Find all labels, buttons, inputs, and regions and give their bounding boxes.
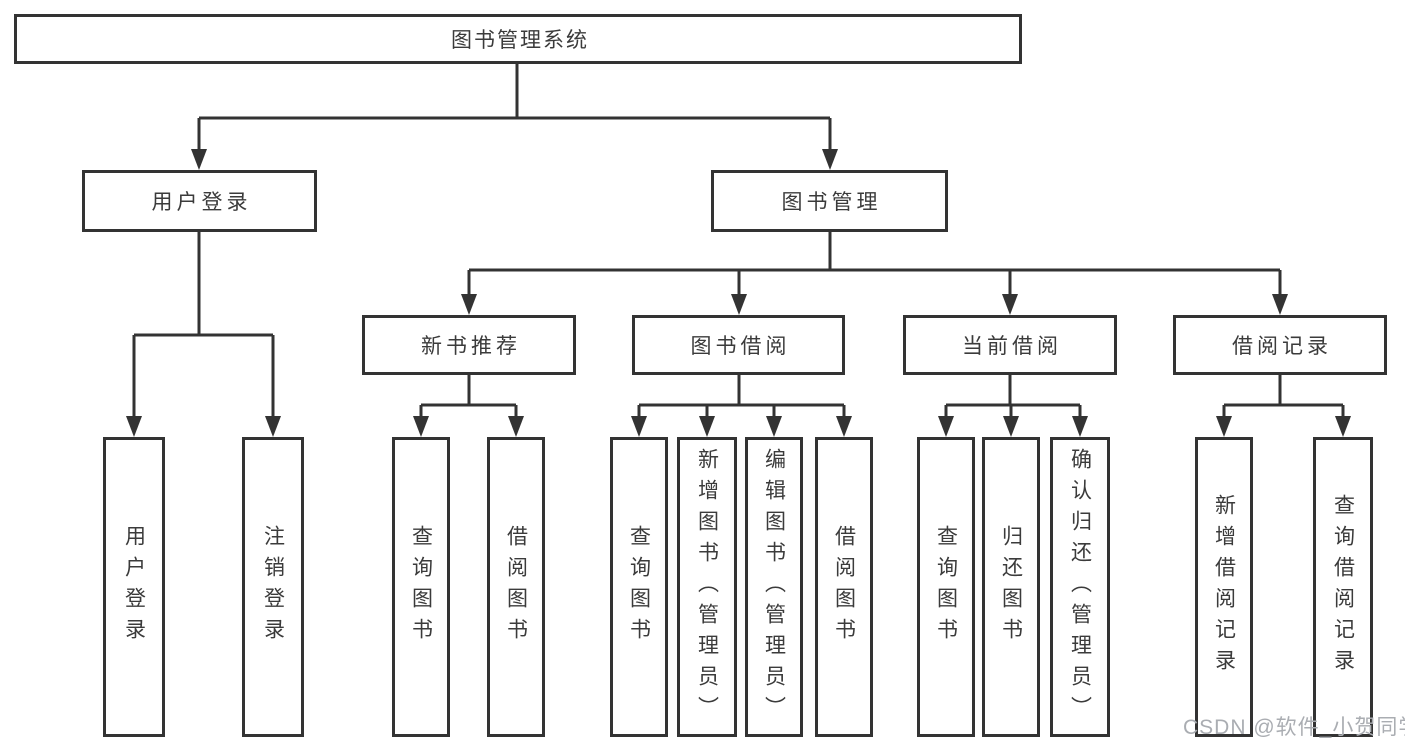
connector-borrowing-records-to-leaves xyxy=(1216,375,1351,437)
arrowhead xyxy=(822,149,838,170)
leaf-query-books-1: 查询图书 xyxy=(392,437,450,737)
arrowhead xyxy=(265,416,281,437)
leaf-label: 查询图书 xyxy=(934,525,958,649)
leaf-label: 用户登录 xyxy=(122,525,146,649)
leaf-label: 借阅图书 xyxy=(504,525,528,649)
arrowhead xyxy=(1272,294,1288,315)
arrowhead xyxy=(631,416,647,437)
leaf-add-borrow-record: 新增借阅记录 xyxy=(1195,437,1253,737)
node-borrowing-records: 借阅记录 xyxy=(1173,315,1387,375)
leaf-label: 注销登录 xyxy=(261,525,285,649)
leaf-label: 借阅图书 xyxy=(832,525,856,649)
leaf-label: 新增图书（管理员） xyxy=(695,447,719,727)
connector-user-login-to-leaves xyxy=(126,232,281,437)
leaf-borrow-books-1: 借阅图书 xyxy=(487,437,545,737)
arrowhead xyxy=(938,416,954,437)
arrowhead xyxy=(508,416,524,437)
connector-book-borrowing-to-leaves xyxy=(631,375,852,437)
arrowhead xyxy=(699,416,715,437)
leaf-query-books-3: 查询图书 xyxy=(917,437,975,737)
arrowhead xyxy=(1002,294,1018,315)
arrowhead xyxy=(191,149,207,170)
arrowhead xyxy=(413,416,429,437)
leaf-label: 归还图书 xyxy=(999,525,1023,649)
leaf-edit-books-admin: 编辑图书（管理员） xyxy=(745,437,803,737)
node-user-login: 用户登录 xyxy=(82,170,317,232)
leaf-label: 查询图书 xyxy=(627,525,651,649)
leaf-label: 确认归还（管理员） xyxy=(1068,447,1092,727)
connector-book-management-to-level3 xyxy=(461,232,1288,315)
node-book-management: 图书管理 xyxy=(711,170,948,232)
connector-root-to-level2 xyxy=(191,64,838,170)
connector-new-book-recommend-to-leaves xyxy=(413,375,524,437)
arrowhead xyxy=(731,294,747,315)
arrowhead xyxy=(461,294,477,315)
arrowhead xyxy=(836,416,852,437)
leaf-label: 编辑图书（管理员） xyxy=(762,447,786,727)
arrowhead xyxy=(126,416,142,437)
leaf-logout: 注销登录 xyxy=(242,437,304,737)
arrowhead xyxy=(1216,416,1232,437)
node-library-management-system: 图书管理系统 xyxy=(14,14,1022,64)
node-new-book-recommend: 新书推荐 xyxy=(362,315,576,375)
leaf-label: 查询图书 xyxy=(409,525,433,649)
arrowhead xyxy=(1072,416,1088,437)
leaf-return-books: 归还图书 xyxy=(982,437,1040,737)
arrowhead xyxy=(766,416,782,437)
leaf-user-login: 用户登录 xyxy=(103,437,165,737)
leaf-confirm-return-admin: 确认归还（管理员） xyxy=(1050,437,1110,737)
leaf-query-borrow-record: 查询借阅记录 xyxy=(1313,437,1373,737)
leaf-query-books-2: 查询图书 xyxy=(610,437,668,737)
leaf-add-books-admin: 新增图书（管理员） xyxy=(677,437,737,737)
leaf-label: 查询借阅记录 xyxy=(1331,494,1355,680)
arrowhead xyxy=(1003,416,1019,437)
leaf-label: 新增借阅记录 xyxy=(1212,494,1236,680)
node-current-borrowing: 当前借阅 xyxy=(903,315,1117,375)
csdn-watermark: CSDN @软件_小贺同学 xyxy=(1183,716,1405,739)
connector-current-borrowing-to-leaves xyxy=(938,375,1088,437)
leaf-borrow-books-2: 借阅图书 xyxy=(815,437,873,737)
node-book-borrowing: 图书借阅 xyxy=(632,315,845,375)
arrowhead xyxy=(1335,416,1351,437)
